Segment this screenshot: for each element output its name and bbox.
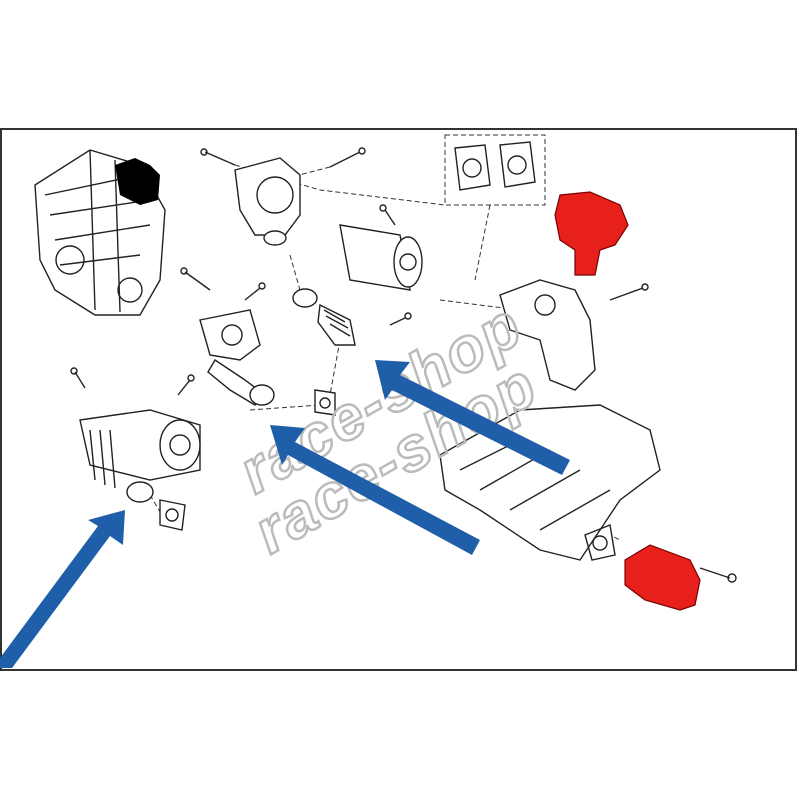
engine-illustration — [34, 149, 166, 316]
egr-valve-bottom-highlighted — [624, 544, 701, 611]
hose-and-clamp — [292, 288, 356, 346]
egr-cooler-lower — [79, 409, 201, 503]
pointer-arrows — [0, 360, 570, 668]
intake-manifold — [439, 279, 661, 561]
egr-pipe-middle — [199, 309, 275, 406]
gaskets — [159, 141, 616, 561]
highlighted-engine-area — [115, 158, 160, 205]
bolts — [70, 147, 737, 583]
egr-housing — [234, 157, 423, 291]
arrow-to-middle-pipe — [270, 425, 480, 555]
arrow-to-manifold-pipe — [375, 360, 570, 475]
arrow-to-lower-cooler — [0, 510, 125, 668]
egr-valve-top-highlighted — [554, 191, 629, 276]
